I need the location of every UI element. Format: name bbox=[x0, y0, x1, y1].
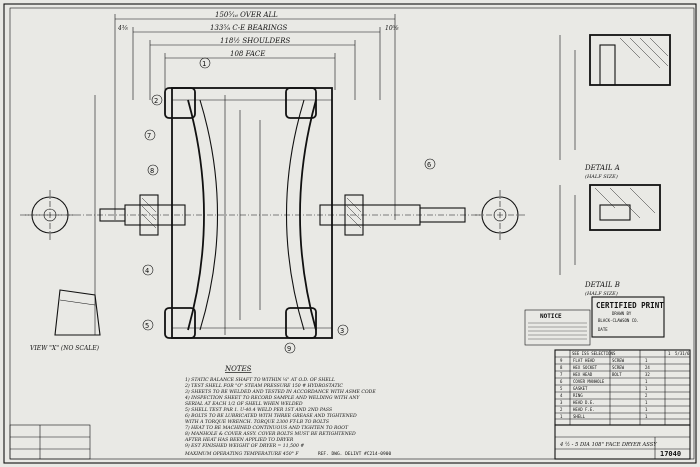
drawing-number: 17040 bbox=[660, 450, 681, 458]
bom-row-6-num: 4 bbox=[560, 393, 563, 398]
bom-row-2-desc: HEX SOCKET bbox=[573, 365, 598, 370]
bom-row-2-qty: 24 bbox=[645, 365, 650, 370]
bom-row-1-desc: FLAT HEAD bbox=[573, 358, 595, 363]
reference-drawing: REF. DWG. DELIVT #C214-0900 bbox=[318, 451, 391, 457]
balloon-8: 8 bbox=[150, 167, 154, 175]
bom-table: SEE ISS SELECTIONS 1 5/31/6 9 FLAT HEAD … bbox=[554, 349, 691, 426]
detail-a: DETAIL A (HALF SIZE) bbox=[559, 34, 671, 180]
note-line-3: 3) SHEETS TO BE WELDED AND TESTED IN ACC… bbox=[185, 388, 376, 395]
notes-title: NOTES bbox=[224, 365, 252, 373]
dim-face: 108 FACE bbox=[230, 50, 265, 58]
bom-row-2-type: SCREW bbox=[612, 365, 625, 370]
bom-row-5-num: 5 bbox=[560, 386, 563, 391]
view-x: VIEW "X" (NO SCALE) bbox=[30, 289, 101, 352]
note-line-11: AFTER HEAT HAS BEEN APPLIED TO DRYER bbox=[184, 437, 294, 443]
note-line-6: 5) SHELL TEST PAR 1. U-40.4 WELD PER 1ST… bbox=[185, 406, 332, 413]
notice-block: NOTICE bbox=[524, 309, 591, 346]
note-line-7: 6) BOLTS TO BE LUBRICATED WITH THREE GRE… bbox=[185, 412, 357, 419]
bom-row-4-qty: 1 bbox=[645, 379, 648, 384]
bom-header-sheet: 1 bbox=[668, 351, 671, 356]
bom-header-date: 5/31/6 bbox=[675, 351, 690, 356]
bom-row-8-qty: 1 bbox=[645, 407, 648, 412]
bom-row-4-desc: COVER MANHOLE bbox=[573, 379, 605, 384]
sheet-border bbox=[3, 3, 697, 464]
detail-b-label: DETAIL B bbox=[584, 281, 620, 289]
bom-row-6-desc: RING bbox=[573, 393, 583, 398]
bom-row-9-qty: 1 bbox=[645, 414, 648, 419]
bom-row-7-desc: HEAD D.E. bbox=[573, 400, 595, 405]
note-line-1: 1) STATIC BALANCE SHAFT TO WITHIN ¼" AT … bbox=[185, 376, 335, 383]
bom-row-5-desc: GASKET bbox=[573, 386, 588, 391]
bom-row-1-qty: 1 bbox=[645, 358, 648, 363]
notice-title: NOTICE bbox=[540, 313, 562, 320]
balloon-6: 6 bbox=[427, 161, 431, 169]
bom-row-3-qty: 32 bbox=[645, 372, 650, 377]
dryer-section-view bbox=[20, 87, 480, 339]
detail-a-scale: (HALF SIZE) bbox=[585, 173, 618, 180]
bom-row-9-num: 1 bbox=[560, 414, 563, 419]
bom-row-7-qty: 1 bbox=[645, 400, 648, 405]
certified-title: CERTIFIED PRINT bbox=[596, 301, 664, 310]
bom-row-6-qty: 2 bbox=[645, 393, 648, 398]
note-line-2: 2) TEST SHELL FOR "O" STEAM PRESSURE 150… bbox=[184, 382, 343, 389]
dim-overall: 150⁵⁄₁₆ OVER ALL bbox=[215, 11, 278, 19]
certified-line: BLACK-CLAWSON CO. bbox=[598, 318, 639, 323]
note-line-4: 4) INSPECTION SHEET TO RECORD SAMPLE AND… bbox=[184, 394, 360, 401]
notes-footer: MAXIMUM OPERATING TEMPERATURE 450° F bbox=[184, 451, 299, 457]
detail-b: DETAIL B (HALF SIZE) bbox=[559, 184, 661, 297]
note-line-8: WITH A TORQUE WRENCH. TORQUE 2300 FT-LB … bbox=[185, 419, 329, 425]
dim-bearings: 133⁵⁄₈ C-E BEARINGS bbox=[210, 24, 287, 32]
balloon-4: 4 bbox=[145, 267, 149, 275]
left-end-view bbox=[25, 190, 75, 240]
bom-row-3-desc: HEX HEAD bbox=[573, 372, 593, 377]
notes-block: NOTES 1) STATIC BALANCE SHAFT TO WITHIN … bbox=[184, 365, 376, 457]
detail-a-label: DETAIL A bbox=[584, 164, 620, 172]
bom-row-2-num: 8 bbox=[560, 365, 563, 370]
balloon-7: 7 bbox=[147, 132, 151, 140]
revision-block bbox=[9, 424, 91, 460]
balloon-2: 2 bbox=[154, 97, 158, 105]
note-line-10: 8) MANHOLE & COVER ASSY. COVER BOLTS MUS… bbox=[185, 430, 356, 437]
top-dimensions: 150⁵⁄₁₆ OVER ALL 133⁵⁄₈ C-E BEARINGS 118… bbox=[114, 11, 399, 220]
title-block: 4 ½ - 5 DIA 108" FACE DRYER ASSY 17040 R… bbox=[318, 424, 691, 460]
bom-row-5-qty: 1 bbox=[645, 386, 648, 391]
balloon-9: 9 bbox=[287, 345, 291, 353]
balloon-1: 1 bbox=[202, 60, 206, 68]
bom-row-1-num: 9 bbox=[560, 358, 563, 363]
note-line-5: SERIAL AT EACH 1/2 OF SHELL WHEN WELDED bbox=[185, 401, 303, 407]
certified-date: DATE bbox=[598, 327, 608, 332]
bom-row-1-type: SCREW bbox=[612, 358, 625, 363]
balloon-3: 3 bbox=[340, 327, 344, 335]
note-line-12: 9) EST FINISHED WEIGHT OF DRYER = 11,500… bbox=[185, 442, 304, 449]
right-end-view bbox=[475, 190, 525, 240]
detail-b-scale: (HALF SIZE) bbox=[585, 290, 618, 297]
bom-row-9-desc: SHELL bbox=[573, 414, 586, 419]
dim-shoulders: 118½ SHOULDERS bbox=[220, 37, 291, 45]
certified-sub: DRAWN BY bbox=[612, 311, 632, 316]
dim-right-drop: 10⅝ bbox=[385, 25, 399, 32]
view-x-label: VIEW "X" (NO SCALE) bbox=[30, 345, 100, 352]
bom-row-8-desc: HEAD F.E. bbox=[573, 407, 595, 412]
bom-row-7-num: 3 bbox=[560, 400, 563, 405]
bom-row-8-num: 2 bbox=[560, 407, 563, 412]
callout-balloons: 1 2 3 4 5 6 7 8 9 bbox=[142, 57, 436, 354]
bom-row-3-type: BOLT bbox=[612, 372, 622, 377]
balloon-5: 5 bbox=[145, 322, 149, 330]
certified-print-stamp: CERTIFIED PRINT DRAWN BY BLACK-CLAWSON C… bbox=[591, 296, 665, 338]
bom-header-desc: SEE ISS SELECTIONS bbox=[572, 351, 616, 356]
title-line: 4 ½ - 5 DIA 108" FACE DRYER ASSY bbox=[559, 441, 657, 448]
bom-row-4-num: 6 bbox=[560, 379, 563, 384]
bom-row-3-num: 7 bbox=[560, 372, 563, 377]
dim-left-drop: 4⅜ bbox=[117, 25, 128, 32]
inner-border bbox=[9, 7, 695, 460]
note-line-9: 7) HEAT TO BE MACHINED CONTINUOUS AND TI… bbox=[185, 424, 349, 431]
